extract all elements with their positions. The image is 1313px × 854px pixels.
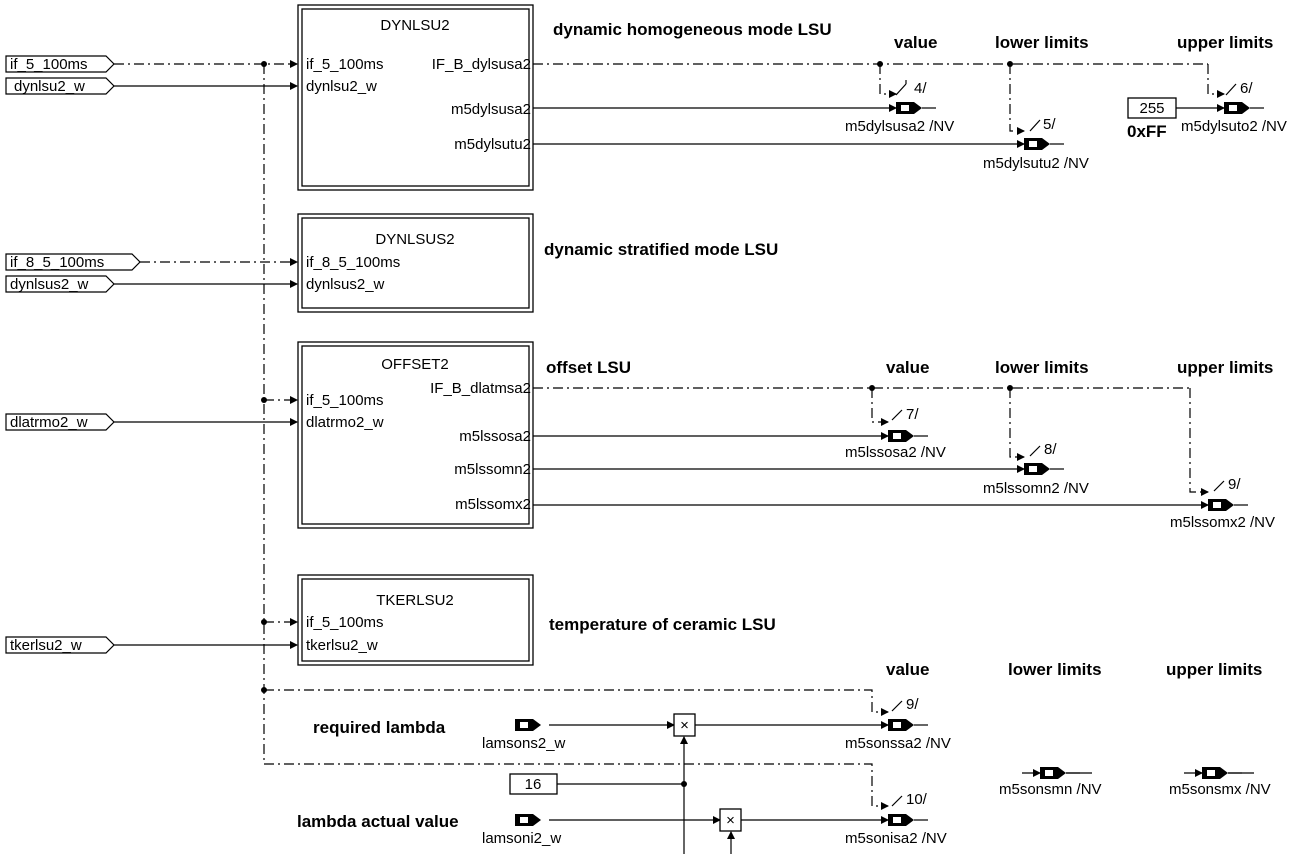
input-tag-dlatrmo2-w: dlatrmo2_w (5, 413, 115, 431)
header-lower-3: lower limits (1008, 660, 1102, 679)
section-title-offset: offset LSU (546, 358, 631, 377)
input-wires (114, 60, 298, 764)
seq-4: 4/ (914, 80, 927, 97)
constant-16: 16 (509, 773, 558, 795)
actual-lambda-label: lambda actual value (297, 812, 459, 831)
port-out-if-b-dlatmsa2: IF_B_dlatmsa2 (430, 380, 531, 397)
input-label-if-8-5-100ms: if_8_5_100ms (10, 254, 104, 271)
seq-9-offset: 9/ (1228, 476, 1241, 493)
seq-9-lambda: 9/ (906, 696, 919, 713)
block-title-offset2: OFFSET2 (381, 356, 449, 373)
input-tag-dynlsu2-w: dynlsu2_w (5, 77, 115, 95)
input-label-dynlsu2-w: dynlsu2_w (14, 78, 85, 95)
input-label-if-5-100ms: if_5_100ms (10, 56, 88, 73)
block-dynlsus2[interactable]: DYNLSUS2 if_8_5_100ms dynlsus2_w (297, 213, 534, 313)
header-value-1: value (894, 33, 937, 52)
block-dynlsu2[interactable]: DYNLSU2 if_5_100ms dynlsu2_w IF_B_dylsus… (297, 4, 534, 191)
block-tkerlsu2[interactable]: TKERLSU2 if_5_100ms tkerlsu2_w (297, 574, 534, 666)
port-in-dynlsus2-w: dynlsus2_w (306, 276, 385, 293)
input-label-tkerlsu2-w: tkerlsu2_w (10, 637, 82, 654)
constant-255: 255 0xFF (1127, 97, 1225, 141)
block-title-tkerlsu2: TKERLSU2 (376, 592, 454, 609)
block-offset2[interactable]: OFFSET2 if_5_100ms dlatrmo2_w IF_B_dlatm… (297, 341, 534, 529)
nv-m5lssomx2 (1208, 499, 1248, 511)
seq-10: 10/ (906, 791, 928, 808)
output-m5lssomn2: m5lssomn2 /NV (983, 480, 1089, 497)
output-m5sonsmn: m5sonsmn /NV (999, 781, 1102, 798)
nv-m5sonisa2 (888, 814, 928, 826)
seq-7: 7/ (906, 406, 919, 423)
constant-16-label: 16 (525, 776, 542, 793)
required-lambda-input: lamsons2_w (482, 735, 566, 752)
port-in-tkerlsu2-w: tkerlsu2_w (306, 637, 378, 654)
nv-lamsoni2-w (515, 814, 541, 826)
port-in-if-8-5-100ms: if_8_5_100ms (306, 254, 400, 271)
nv-m5dylsusa2 (896, 102, 936, 114)
input-label-dlatrmo2-w: dlatrmo2_w (10, 414, 88, 431)
output-m5lssomx2: m5lssomx2 /NV (1170, 514, 1275, 531)
multiply-block-2: × (719, 808, 742, 832)
output-m5lssosa2: m5lssosa2 /NV (845, 444, 946, 461)
port-in-dlatrmo2-w: dlatrmo2_w (306, 414, 384, 431)
port-out-m5dylsusa2: m5dylsusa2 (451, 101, 531, 118)
nv-m5sonssa2 (888, 719, 928, 731)
input-tag-if-5-100ms: if_5_100ms (5, 55, 115, 73)
multiply-block-1: × (673, 713, 696, 737)
seq-6: 6/ (1240, 80, 1253, 97)
port-in-dynlsu2-w: dynlsu2_w (306, 78, 377, 95)
nv-m5lssomn2 (1024, 463, 1064, 475)
output-m5dylsusa2: m5dylsusa2 /NV (845, 118, 954, 135)
header-upper-3: upper limits (1166, 660, 1262, 679)
block-title-dynlsus2: DYNLSUS2 (375, 231, 454, 248)
nv-m5dylsutu2 (1024, 138, 1064, 150)
port-in-if-5-100ms-tker: if_5_100ms (306, 614, 384, 631)
header-upper-1: upper limits (1177, 33, 1273, 52)
header-lower-1: lower limits (995, 33, 1089, 52)
port-out-m5lssosa2: m5lssosa2 (459, 428, 531, 445)
input-tag-tkerlsu2-w: tkerlsu2_w (5, 636, 115, 654)
nv-m5sonsmx (1202, 767, 1242, 779)
input-tag-if-8-5-100ms: if_8_5_100ms (5, 253, 141, 271)
section-title-ceramic: temperature of ceramic LSU (549, 615, 776, 634)
header-lower-2: lower limits (995, 358, 1089, 377)
required-lambda-label: required lambda (313, 718, 446, 737)
multiply-symbol-1: × (680, 717, 689, 734)
seq-5: 5/ (1043, 116, 1056, 133)
port-out-m5lssomx2: m5lssomx2 (455, 496, 531, 513)
lambda-wires (264, 689, 889, 854)
output-m5dylsuto2: m5dylsuto2 /NV (1181, 118, 1287, 135)
output-m5sonssa2: m5sonssa2 /NV (845, 735, 951, 752)
input-label-dynlsus2-w: dynlsus2_w (10, 276, 89, 293)
port-out-m5lssomn2: m5lssomn2 (454, 461, 531, 478)
output-m5sonisa2: m5sonisa2 /NV (845, 830, 947, 847)
output-m5dylsutu2: m5dylsutu2 /NV (983, 155, 1089, 172)
dynlsu2-output-wires (533, 61, 1225, 148)
nv-m5dylsuto2 (1224, 102, 1264, 114)
port-in-if-5-100ms-offset: if_5_100ms (306, 392, 384, 409)
seq-8: 8/ (1044, 441, 1057, 458)
section-title-stratified: dynamic stratified mode LSU (544, 240, 778, 259)
actual-lambda-input: lamsoni2_w (482, 830, 561, 847)
sequence-markers: 4/ 5/ 6/ 7/ 8/ 9/ 9/ 10/ (891, 80, 1253, 808)
nv-m5lssosa2 (888, 430, 928, 442)
constant-255-hex: 0xFF (1127, 122, 1167, 141)
header-value-3: value (886, 660, 929, 679)
nv-block-layer (515, 102, 1264, 826)
output-m5sonsmx: m5sonsmx /NV (1169, 781, 1271, 798)
multiply-symbol-2: × (726, 812, 735, 829)
offset2-output-wires (533, 385, 1209, 509)
port-out-m5dylsutu2: m5dylsutu2 (454, 136, 531, 153)
header-value-2: value (886, 358, 929, 377)
constant-255-label: 255 (1139, 100, 1164, 117)
header-upper-2: upper limits (1177, 358, 1273, 377)
nv-lamsons2-w (515, 719, 541, 731)
port-in-if-5-100ms: if_5_100ms (306, 56, 384, 73)
section-title-homogeneous: dynamic homogeneous mode LSU (553, 20, 832, 39)
input-tag-dynlsus2-w: dynlsus2_w (5, 275, 115, 293)
block-title-dynlsu2: DYNLSU2 (380, 17, 449, 34)
port-out-if-b-dylsusa2: IF_B_dylsusa2 (432, 56, 531, 73)
